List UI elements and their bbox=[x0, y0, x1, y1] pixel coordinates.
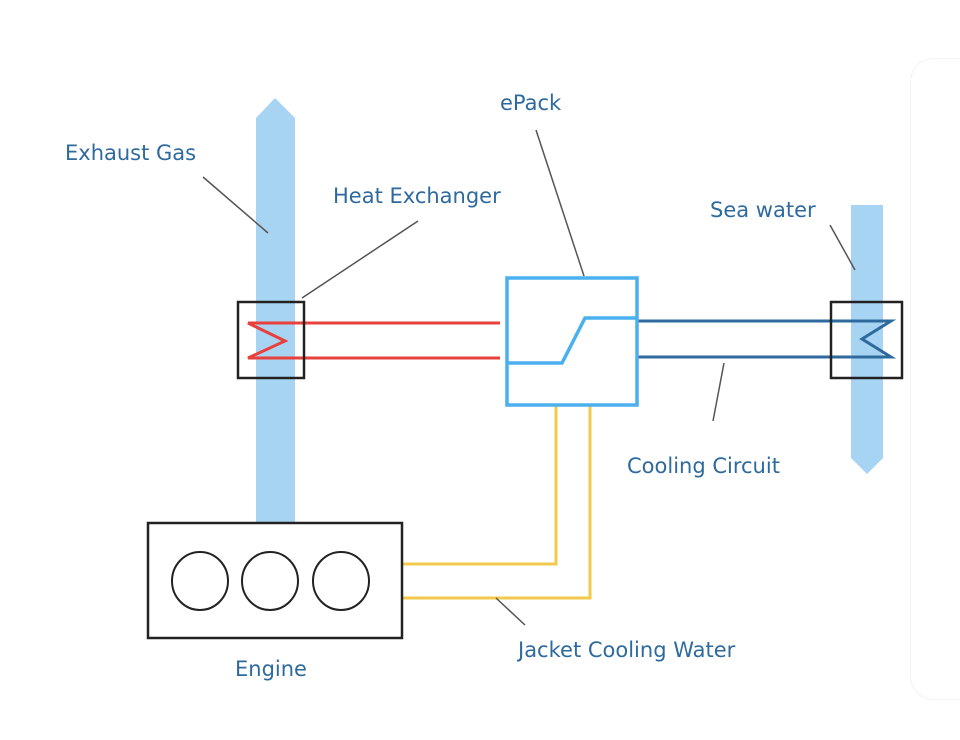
label-epack: ePack bbox=[500, 91, 562, 115]
engine-cylinder bbox=[241, 551, 299, 611]
leader-epack bbox=[535, 129, 585, 277]
label-heat-exchanger: Heat Exchanger bbox=[333, 184, 501, 208]
label-jacket-cooling-water: Jacket Cooling Water bbox=[516, 638, 736, 662]
exhaust-gas-stream bbox=[256, 98, 295, 522]
label-engine: Engine bbox=[235, 657, 307, 681]
sea-water-exchanger-box bbox=[829, 300, 904, 380]
epack-unit bbox=[505, 276, 639, 407]
engine bbox=[146, 521, 404, 640]
cooling-circuit-loop bbox=[637, 319, 897, 359]
label-cooling-circuit: Cooling Circuit bbox=[627, 454, 780, 478]
label-sea-water: Sea water bbox=[710, 198, 816, 222]
leader-sea-water bbox=[829, 224, 856, 271]
sea-water-stream bbox=[851, 205, 883, 474]
leader-cooling-circuit bbox=[712, 362, 725, 422]
engine-cylinder bbox=[312, 551, 370, 611]
side-panel bbox=[910, 58, 960, 700]
hot-loop bbox=[247, 321, 500, 360]
leader-jacket-cooling-water bbox=[495, 597, 526, 626]
leader-exhaust-gas bbox=[202, 176, 269, 234]
leader-heat-exchanger bbox=[301, 220, 419, 299]
heat-exchanger-box bbox=[236, 300, 306, 380]
jacket-cooling-loop bbox=[403, 406, 592, 600]
label-exhaust-gas: Exhaust Gas bbox=[65, 141, 196, 165]
engine-cylinder bbox=[171, 551, 229, 611]
